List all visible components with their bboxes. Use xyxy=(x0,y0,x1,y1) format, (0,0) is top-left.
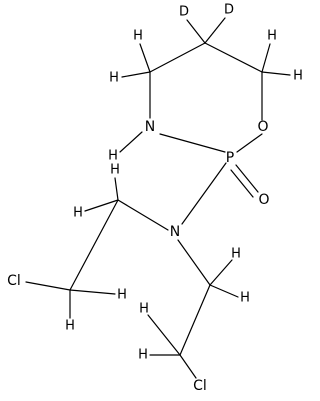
bond-c2-h-a xyxy=(69,289,116,295)
bond-c-c-top xyxy=(149,42,206,73)
bond-c3-c4 xyxy=(179,284,211,356)
atom-n-ring: N xyxy=(145,119,155,135)
atom-h-ring-top-left: H xyxy=(133,29,143,44)
bond-c1-h-a xyxy=(114,177,119,201)
atom-d-1: D xyxy=(179,5,189,20)
atom-cl-left: Cl xyxy=(7,273,21,289)
atom-h-on-n: H xyxy=(108,149,118,164)
bond-c-d1 xyxy=(186,19,206,44)
bond-n-c1 xyxy=(117,199,169,231)
atom-h-chain4-left: H xyxy=(138,348,148,363)
bond-c-c-top-right xyxy=(204,42,263,73)
bond-c-h-right2 xyxy=(261,43,271,73)
bond-p-n-ring xyxy=(159,133,226,153)
bond-p-n-amine xyxy=(181,162,227,225)
atom-p: P xyxy=(226,150,234,166)
atom-labels: D D H H H H N H O P O N H H H H Cl H H H… xyxy=(7,3,303,395)
atom-h-chain1-top: H xyxy=(110,163,120,178)
atom-h-ring-right: H xyxy=(293,69,303,84)
bond-p-o-double-b xyxy=(230,169,254,198)
bond-o-p xyxy=(236,133,263,153)
bond-c-d2 xyxy=(204,17,226,44)
atom-n-amine: N xyxy=(170,224,180,240)
atom-o-double: O xyxy=(258,192,269,208)
atom-o-ring: O xyxy=(257,119,268,135)
atom-h-ring-top-right: H xyxy=(267,29,277,44)
bond-c2-cl xyxy=(25,281,71,291)
atom-d-2: D xyxy=(224,3,234,18)
atom-cl-bottom: Cl xyxy=(193,378,207,394)
bond-c3-h-a xyxy=(209,259,233,286)
bond-c4-h-a xyxy=(147,314,181,356)
bond-c1-c2 xyxy=(69,199,119,291)
atom-h-chain1-left: H xyxy=(73,206,83,221)
bond-p-o-double-a xyxy=(235,164,259,193)
atom-h-ring-left: H xyxy=(109,71,119,86)
atom-h-chain2-bottom: H xyxy=(65,319,75,334)
bond-c3-h-b xyxy=(209,284,239,298)
bond-c-h-left1 xyxy=(121,71,151,78)
bond-c4-cl xyxy=(179,354,197,379)
atom-h-chain2-right: H xyxy=(117,288,127,303)
bonds xyxy=(25,17,291,379)
atom-h-chain3-top: H xyxy=(231,247,241,262)
atom-h-chain3-right: H xyxy=(240,291,250,306)
bond-n-h xyxy=(119,131,143,153)
bond-c1-h-b xyxy=(84,199,119,212)
bond-c-h-right1 xyxy=(261,71,291,76)
bond-c-h-left2 xyxy=(139,43,151,73)
bond-n-c3 xyxy=(177,239,211,286)
atom-h-chain4-top: H xyxy=(139,302,149,317)
cyclophosphamide-d2-structure: D D H H H H N H O P O N H H H H Cl H H H… xyxy=(7,3,303,395)
